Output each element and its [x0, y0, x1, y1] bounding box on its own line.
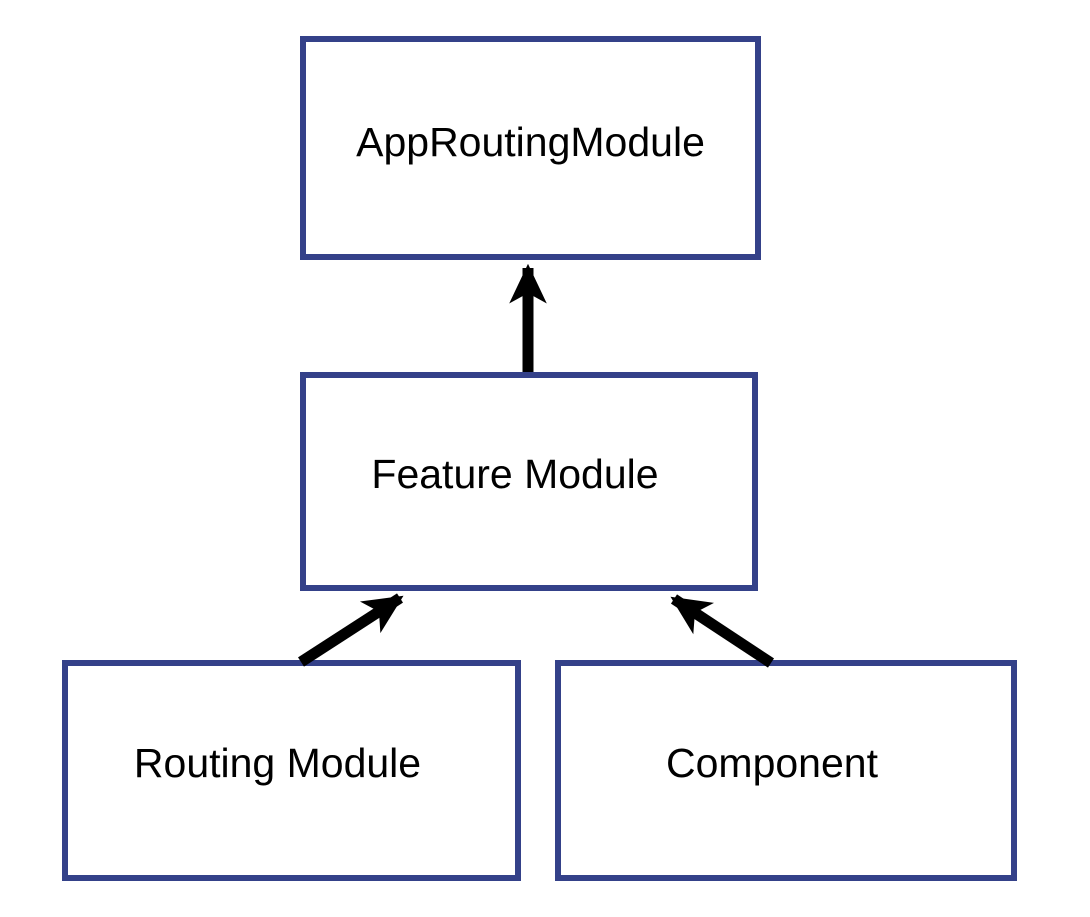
node-feature-module: Feature Module [300, 372, 758, 591]
arrow-routing-module-to-feature-module [298, 593, 404, 667]
arrow-component-to-feature-module [670, 594, 775, 668]
node-component: Component [555, 660, 1017, 881]
node-component-label: Component [666, 739, 878, 786]
node-feature-module-label: Feature Module [371, 450, 659, 497]
node-app-routing-module-label: AppRoutingModule [356, 119, 705, 166]
node-app-routing-module: AppRoutingModule [300, 36, 761, 260]
node-routing-module-label: Routing Module [133, 739, 422, 786]
node-routing-module: Routing Module [62, 660, 521, 881]
